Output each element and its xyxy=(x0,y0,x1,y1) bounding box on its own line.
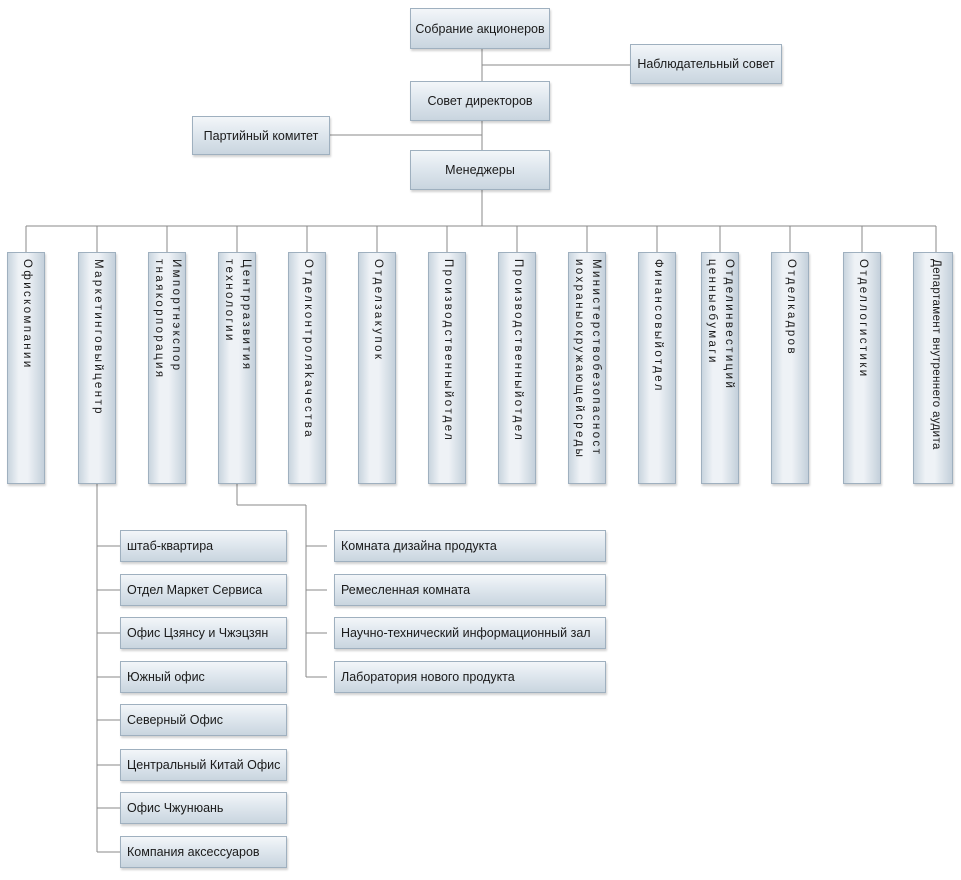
department-internal-audit: Департамент внутреннего аудита xyxy=(913,252,953,484)
marketing-child-box: Компания аксессуаров xyxy=(120,836,287,868)
department-label-2: ценныебумаги xyxy=(706,259,718,365)
department-purchasing: Отделзакупок xyxy=(358,252,396,484)
department-label: Маркетинговыйцентр xyxy=(92,259,104,416)
marketing-child-label: Офис Цзянсу и Чжэцзян xyxy=(127,626,269,640)
department-tech-center: Центрразвития технологии xyxy=(218,252,256,484)
marketing-child-label: Отдел Маркет Сервиса xyxy=(127,583,263,597)
tech-child-box: Научно-технический информационный зал xyxy=(334,617,606,649)
marketing-child-box: Южный офис xyxy=(120,661,287,693)
marketing-child-label: Компания аксессуаров xyxy=(127,845,260,859)
department-label: Департамент внутреннего аудита xyxy=(930,259,942,450)
tech-child-label: Комната дизайна продукта xyxy=(341,539,497,553)
department-logistics: Отделлогистики xyxy=(843,252,881,484)
department-hr: Отделкадров xyxy=(771,252,809,484)
department-label: Отделзакупок xyxy=(372,259,384,362)
marketing-child-box: Офис Цзянсу и Чжэцзян xyxy=(120,617,287,649)
department-label: Министерствобезопасност xyxy=(590,259,602,457)
marketing-child-label: Офис Чжунюань xyxy=(127,801,224,815)
department-label: Отделкадров xyxy=(785,259,797,356)
managers-label: Менеджеры xyxy=(445,163,515,177)
department-label: Отделконтроляkачества xyxy=(302,259,314,439)
marketing-child-label: Южный офис xyxy=(127,670,205,684)
marketing-child-box: Центральный Китай Офис xyxy=(120,749,287,781)
department-label: Импортнэкспор xyxy=(170,259,182,373)
shareholders-box: Собрание акционеров xyxy=(410,8,550,49)
tech-child-box: Лаборатория нового продукта xyxy=(334,661,606,693)
department-marketing: Маркетинговыйцентр xyxy=(78,252,116,484)
department-label-2: технологии xyxy=(223,259,235,343)
department-label: Отделлогистики xyxy=(857,259,869,379)
department-label: Офискомпании xyxy=(21,259,33,370)
department-production-2: Производственныйотдел xyxy=(498,252,536,484)
department-safety-environment: Министерствобезопасност иохраныокружающе… xyxy=(568,252,606,484)
department-label: Финансовыйотдел xyxy=(652,259,664,393)
department-label: Центрразвития xyxy=(240,259,252,372)
tech-child-label: Научно-технический информационный зал xyxy=(341,626,591,640)
department-production-1: Производственныйотдел xyxy=(428,252,466,484)
supervisory-board-label: Наблюдательный совет xyxy=(637,57,775,71)
department-quality-control: Отделконтроляkачества xyxy=(288,252,326,484)
department-label: Отделинвестиций xyxy=(723,259,735,391)
department-label-2: тнаякорпорация xyxy=(153,259,165,380)
department-investments: Отделинвестиций ценныебумаги xyxy=(701,252,739,484)
marketing-child-label: Северный Офис xyxy=(127,713,223,727)
marketing-child-label: штаб-квартира xyxy=(127,539,214,553)
tech-child-label: Ремесленная комната xyxy=(341,583,471,597)
department-import-export: Импортнэкспор тнаякорпорация xyxy=(148,252,186,484)
tech-child-box: Комната дизайна продукта xyxy=(334,530,606,562)
tech-child-box: Ремесленная комната xyxy=(334,574,606,606)
board-of-directors-label: Совет директоров xyxy=(427,94,533,108)
department-label: Производственныйотдел xyxy=(442,259,454,443)
department-office: Офискомпании xyxy=(7,252,45,484)
managers-box: Менеджеры xyxy=(410,150,550,190)
department-label: Производственныйотдел xyxy=(512,259,524,443)
tech-child-label: Лаборатория нового продукта xyxy=(341,670,515,684)
party-committee-box: Партийный комитет xyxy=(192,116,330,155)
department-label-2: иохраныокружающейсреды xyxy=(573,259,585,460)
party-committee-label: Партийный комитет xyxy=(203,128,319,143)
marketing-child-box: Северный Офис xyxy=(120,704,287,736)
marketing-child-label: Центральный Китай Офис xyxy=(127,758,281,772)
department-finance: Финансовыйотдел xyxy=(638,252,676,484)
shareholders-label: Собрание акционеров xyxy=(415,21,545,36)
supervisory-board-box: Наблюдательный совет xyxy=(630,44,782,84)
board-of-directors-box: Совет директоров xyxy=(410,81,550,121)
marketing-child-box: штаб-квартира xyxy=(120,530,287,562)
marketing-child-box: Офис Чжунюань xyxy=(120,792,287,824)
marketing-child-box: Отдел Маркет Сервиса xyxy=(120,574,287,606)
